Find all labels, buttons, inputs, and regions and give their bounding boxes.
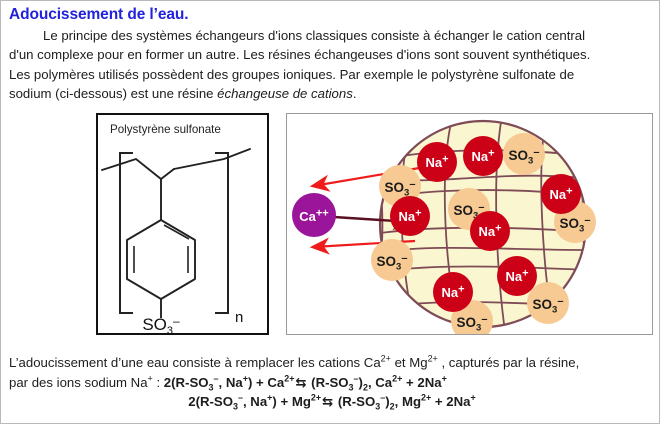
so3-label: SO3– <box>533 296 564 316</box>
benzene-ring <box>126 219 196 300</box>
paragraph-line-4: sodium (ci-dessous) est une résine <box>9 86 218 102</box>
ca-label: Ca++ <box>299 208 328 225</box>
na-ion: Na+ <box>417 142 457 182</box>
bracket-right <box>215 152 229 314</box>
conclusion-section: L’adoucissement d’une eau consiste à rem… <box>9 353 655 412</box>
equation-magnesium: 2(R-SO3–, Na+) + Mg2+⇆ (R-SO3–)2, Mg2+ +… <box>188 392 476 412</box>
arrow-sodium-out-upper <box>309 163 438 192</box>
na-label: Na+ <box>425 154 448 171</box>
na-charge-sup: + <box>147 373 153 384</box>
figures-row: Polystyrène sulfonate <box>1 113 660 341</box>
conclusion-text-b: et Mg <box>390 355 428 370</box>
conclusion-text-c: , capturés par la résine, <box>437 355 580 370</box>
so3-label: SO3– <box>385 179 416 199</box>
intro-section: Adoucissement de l’eau. Le principe des … <box>9 5 653 104</box>
intro-paragraph: Le principe des systèmes échangeurs d'io… <box>9 26 653 104</box>
conclusion-line-2: par des ions sodium Na+ : 2(R-SO3–, Na+)… <box>9 373 655 393</box>
bracket-left <box>119 152 133 314</box>
na-label: Na+ <box>471 148 494 165</box>
na-label: Na+ <box>398 208 421 225</box>
so3-label: SO3– <box>509 147 540 167</box>
na-label: Na+ <box>549 186 572 203</box>
equilibrium-arrow-icon: ⇆ <box>322 394 334 410</box>
ca-charge-sup: 2+ <box>380 353 391 364</box>
na-ion: Na+ <box>497 256 537 296</box>
polystyrene-structure-figure: Polystyrène sulfonate <box>96 113 269 335</box>
paragraph-line-2: d'un complexe pour en former un autre. L… <box>9 47 591 63</box>
sulfonate-label: SO3– <box>142 314 180 333</box>
conclusion-line-1: L’adoucissement d’une eau consiste à rem… <box>9 353 655 373</box>
na-label: Na+ <box>478 223 501 240</box>
sulfonate-sites: SO3– SO3– SO3– <box>371 133 596 334</box>
na-ion: Na+ <box>541 174 581 214</box>
sodium-lead-text: par des ions sodium Na <box>9 374 148 390</box>
na-label: Na+ <box>505 268 528 285</box>
so3-label: SO3– <box>560 215 591 235</box>
so3-site: SO3– <box>527 282 569 324</box>
polystyrene-structure-svg: SO3– n <box>101 148 251 333</box>
so3-label: SO3– <box>457 314 488 334</box>
structure-caption: Polystyrène sulfonate <box>110 123 221 136</box>
so3-label: SO3– <box>454 202 485 222</box>
na-label: Na+ <box>441 284 464 301</box>
so3-label: SO3– <box>377 253 408 273</box>
na-ion: Na+ <box>470 211 510 251</box>
repeat-unit-label: n <box>235 309 243 326</box>
equilibrium-arrow-icon: ⇆ <box>295 374 307 390</box>
equation-calcium: 2(R-SO3–, Na+) + Ca2+⇆ (R-SO3–)2, Ca2+ +… <box>163 373 447 393</box>
na-ion: Na+ <box>463 136 503 176</box>
resin-bead-svg: SO3– SO3– SO3– <box>292 119 596 334</box>
paragraph-line-3: Les polymères utilisés possèdent des gro… <box>9 66 575 82</box>
paragraph-emphasis: échangeuse de cations <box>217 86 353 102</box>
so3-site: SO3– <box>503 133 545 175</box>
page-title: Adoucissement de l’eau. <box>9 6 189 23</box>
polymer-backbone <box>101 148 251 221</box>
paragraph-period: . <box>352 86 357 102</box>
mg-charge-sup: 2+ <box>427 353 438 364</box>
conclusion-line-3: 2(R-SO3–, Na+) + Mg2+⇆ (R-SO3–)2, Mg2+ +… <box>9 392 655 412</box>
calcium-ion: Ca++ <box>292 193 336 237</box>
na-ion: Na+ <box>433 272 473 312</box>
na-ion: Na+ <box>390 196 430 236</box>
conclusion-text-a: L’adoucissement d’une eau consiste à rem… <box>9 355 381 370</box>
colon-separator: : <box>152 374 164 390</box>
paragraph-line-1: Le principe des systèmes échangeurs d'io… <box>43 28 586 43</box>
resin-bead-figure: SO3– SO3– SO3– <box>286 113 653 335</box>
so3-site: SO3– <box>371 239 413 281</box>
sodium-ions: Na+ Na+ Na+ <box>390 136 581 312</box>
